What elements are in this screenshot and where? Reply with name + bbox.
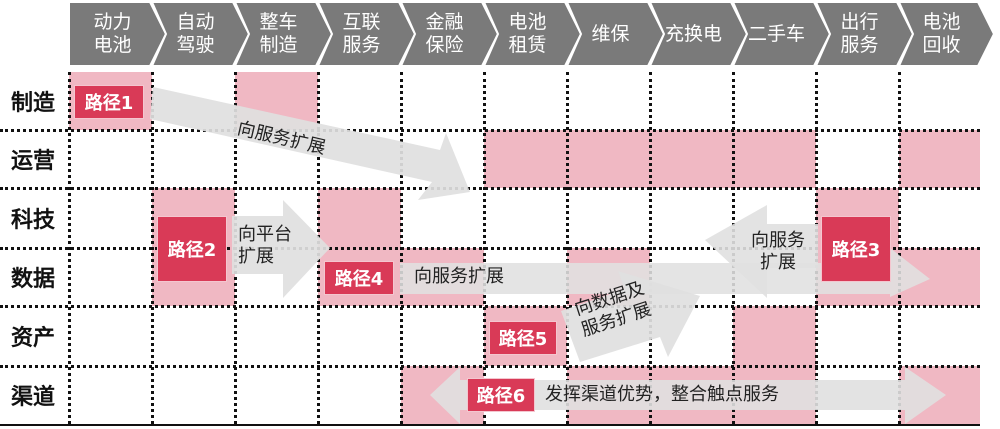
grid-hline — [0, 247, 980, 250]
path1-badge: 路径1 — [74, 85, 144, 119]
chevron-shape-icon — [484, 2, 581, 66]
grid-baseline — [0, 424, 980, 426]
header-step-label: 维保 — [591, 22, 630, 45]
highlight-cell — [733, 306, 816, 366]
header-step-9: 二手车 — [733, 2, 830, 66]
path2-arrow-text: 向平台 扩展 — [238, 224, 292, 267]
row-label: 渠道 — [10, 385, 55, 410]
chevron-shape-icon — [733, 2, 830, 66]
header-step-6: 电池 租赁 — [484, 2, 581, 66]
row-label: 制造 — [10, 91, 55, 116]
highlight-cell — [318, 188, 401, 248]
path2-badge: 路径2 — [157, 216, 227, 282]
header-step-11: 电池 回收 — [899, 2, 994, 66]
chevron-shape-icon — [650, 2, 747, 66]
header-step-label: 互联 服务 — [342, 11, 381, 56]
header-step-2: 自动 驾驶 — [152, 2, 249, 66]
highlight-cell — [733, 130, 816, 188]
header-step-7: 维保 — [567, 2, 664, 66]
row-label: 资产 — [10, 326, 55, 351]
header-step-label: 整车 制造 — [259, 11, 298, 56]
header-step-4: 互联 服务 — [318, 2, 415, 66]
highlight-cell — [650, 130, 733, 188]
row-label: 数据 — [10, 267, 55, 292]
grid-hline — [0, 305, 980, 308]
header-step-label: 出行 服务 — [840, 11, 879, 56]
header-step-10: 出行 服务 — [816, 2, 913, 66]
path4-badge: 路径4 — [324, 261, 394, 295]
path6-badge: 路径6 — [467, 378, 535, 412]
header-step-label: 电池 租赁 — [508, 11, 547, 56]
highlight-cell — [484, 130, 567, 188]
chevron-shape-icon — [401, 2, 498, 66]
grid-hline — [0, 129, 980, 132]
header-step-8: 充换电 — [650, 2, 747, 66]
chevron-shape-icon — [318, 2, 415, 66]
header-step-label: 充换电 — [664, 22, 722, 45]
header-step-label: 二手车 — [747, 22, 805, 45]
chevron-shape-icon — [235, 2, 332, 66]
chevron-shape-icon — [899, 2, 994, 66]
path6-arrow-text: 发挥渠道优势，整合触点服务 — [545, 384, 779, 405]
path3-arrow-text: 向服务 扩展 — [751, 230, 805, 273]
header-step-label: 动力 电池 — [93, 11, 132, 56]
row-label: 科技 — [10, 208, 55, 233]
row-label: 运营 — [10, 149, 55, 174]
header-step-label: 电池 回收 — [922, 11, 961, 56]
grid-hline — [0, 365, 980, 368]
header-step-3: 整车 制造 — [235, 2, 332, 66]
highlight-cell — [567, 130, 650, 188]
grid-hline — [0, 187, 980, 190]
header-step-1: 动力 电池 — [69, 2, 166, 66]
path5-badge: 路径5 — [489, 321, 557, 355]
header-step-5: 金融 保险 — [401, 2, 498, 66]
highlight-cell — [899, 130, 980, 188]
chevron-shape-icon — [567, 2, 664, 66]
header-step-label: 金融 保险 — [425, 11, 464, 56]
chevron-shape-icon — [152, 2, 249, 66]
path4-arrow-text: 向服务扩展 — [414, 266, 504, 287]
path3-badge: 路径3 — [821, 216, 891, 282]
header-step-label: 自动 驾驶 — [176, 11, 215, 56]
chevron-shape-icon — [816, 2, 913, 66]
